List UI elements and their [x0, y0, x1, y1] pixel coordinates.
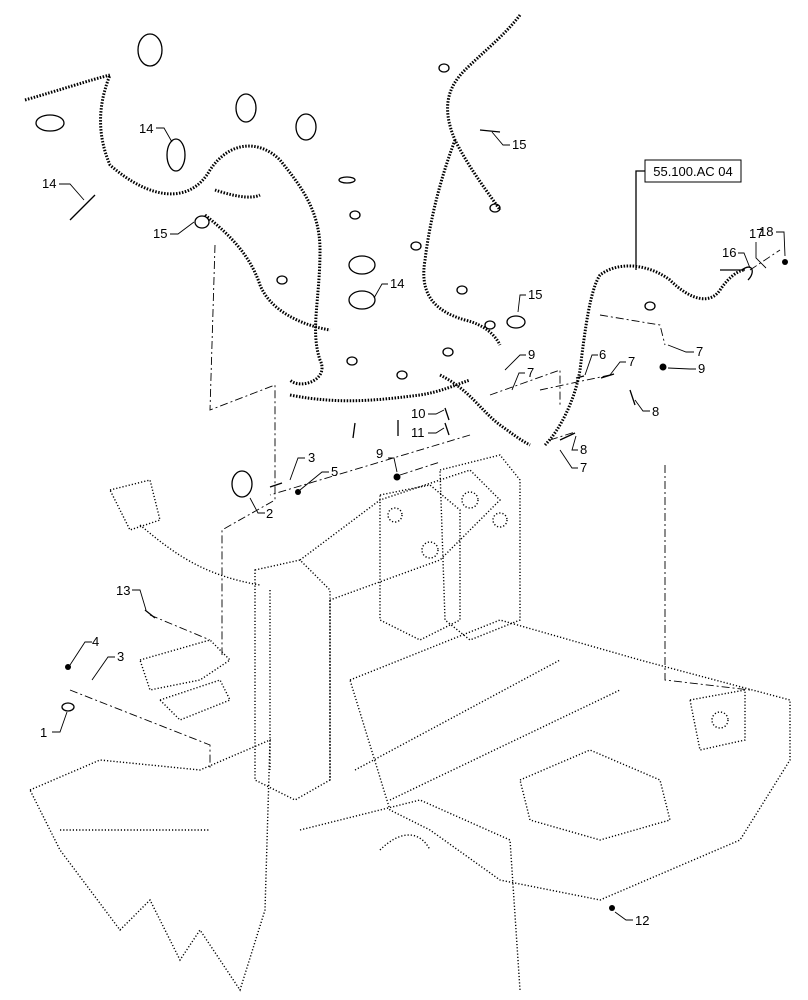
wire-harness-left	[24, 72, 471, 403]
grommet-loops	[35, 33, 656, 498]
callout-label: 13	[116, 583, 130, 598]
callout-label: 3	[308, 450, 315, 465]
callout-label: 14	[390, 276, 404, 291]
callout-label: 7	[580, 460, 587, 475]
callout-label: 8	[652, 404, 659, 419]
callout-label: 14	[139, 121, 153, 136]
callout-label: 15	[528, 287, 542, 302]
callout-label: 15	[512, 137, 526, 152]
callout-label: 5	[331, 464, 338, 479]
callout-label: 3	[117, 649, 124, 664]
callout-label: 7	[696, 344, 703, 359]
reference-box[interactable]: 55.100.AC 04	[635, 159, 742, 270]
callout-label: 1	[40, 725, 47, 740]
callout-label: 14	[42, 176, 56, 191]
callout-label: 9	[376, 446, 383, 461]
callout-label: 11	[411, 425, 425, 440]
callout-label: 2	[266, 506, 273, 521]
callout-label: 17	[749, 226, 763, 241]
callout-label: 18	[759, 224, 773, 239]
hardware-parts	[61, 259, 788, 911]
chassis-frame	[29, 454, 791, 992]
wire-harness-center	[422, 14, 531, 447]
wire-harness-right	[543, 264, 746, 447]
callout-label: 8	[580, 442, 587, 457]
callout-label: 4	[92, 634, 99, 649]
callout-label: 7	[527, 365, 534, 380]
callout-label: 7	[628, 354, 635, 369]
callout-label: 6	[599, 347, 606, 362]
callout-label: 10	[411, 406, 425, 421]
reference-box-label: 55.100.AC 04	[653, 164, 733, 179]
assembly-lines	[69, 244, 781, 770]
callout-label: 15	[153, 226, 167, 241]
callout-label: 16	[722, 245, 736, 260]
callouts: 1 2 3 3 4 5 6 7 7 7 7 8 8	[40, 121, 786, 928]
callout-label: 9	[698, 361, 705, 376]
callout-label: 9	[528, 347, 535, 362]
callout-label: 12	[635, 913, 649, 928]
